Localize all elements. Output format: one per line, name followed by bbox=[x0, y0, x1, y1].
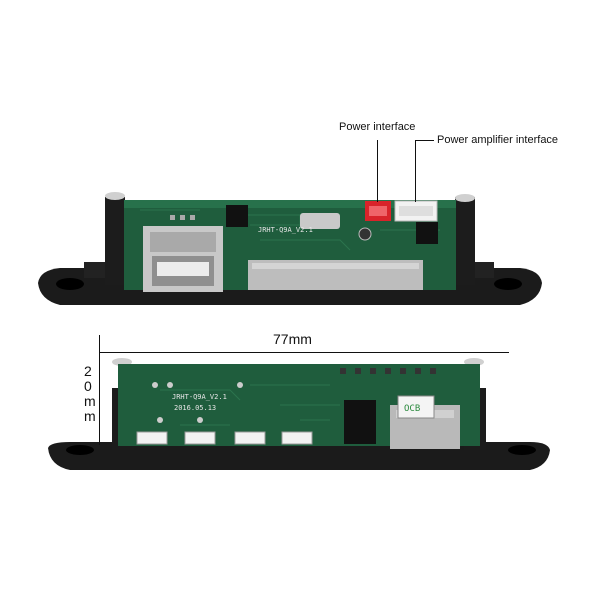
crystal bbox=[300, 213, 340, 229]
power-interface-label: Power interface bbox=[339, 121, 416, 133]
height-dim-char-2: 0 bbox=[84, 378, 92, 394]
crystal-label: OCB bbox=[404, 404, 420, 414]
amp-interface-leader-h bbox=[415, 140, 434, 141]
switch-3 bbox=[234, 431, 266, 445]
ic-chip-left bbox=[226, 205, 248, 227]
board-top-view-photo: JRHT-Q9A_V2.1 bbox=[38, 192, 542, 305]
width-dimension-line bbox=[99, 352, 509, 353]
capacitor bbox=[358, 227, 372, 241]
height-dim-char-3: m bbox=[84, 393, 96, 409]
silk-model-front: JRHT-Q9A_V2.1 bbox=[172, 393, 227, 401]
power-interface-leader bbox=[377, 140, 378, 202]
amp-interface-leader-v bbox=[415, 140, 416, 202]
switch-4 bbox=[281, 431, 313, 445]
height-dimension-line bbox=[99, 335, 100, 445]
bracket-right bbox=[455, 197, 475, 285]
switch-1 bbox=[136, 431, 168, 445]
crystal-oscillator bbox=[397, 395, 435, 419]
silk-date-front: 2016.05.13 bbox=[174, 404, 216, 412]
height-dim-char-1: 2 bbox=[84, 363, 92, 379]
ic-front bbox=[344, 400, 376, 444]
mount-hole-left bbox=[56, 278, 84, 290]
width-dimension-label: 77mm bbox=[273, 331, 312, 347]
amp-interface-label: Power amplifier interface bbox=[437, 134, 559, 146]
bracket-left bbox=[105, 197, 125, 285]
height-dim-char-4: m bbox=[84, 408, 96, 424]
board-front-view-photo: JRHT-Q9A_V2.1 2016.05.13 OCB bbox=[48, 358, 550, 470]
switch-2 bbox=[184, 431, 216, 445]
mount-hole-right bbox=[494, 278, 522, 290]
silk-model-top: JRHT-Q9A_V2.1 bbox=[258, 226, 313, 234]
